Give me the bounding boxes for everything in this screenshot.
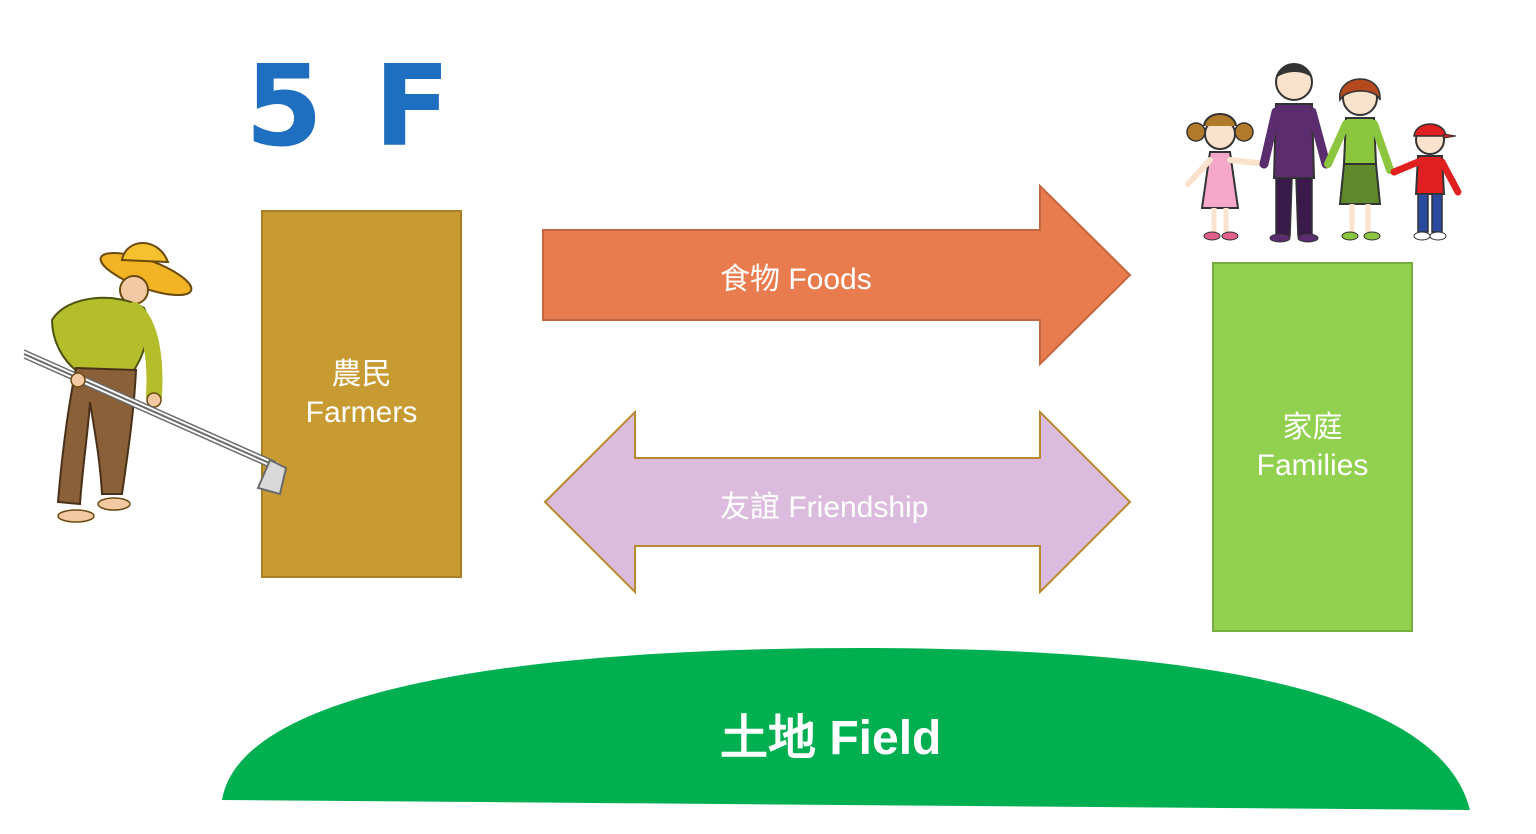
field-hill [222, 648, 1470, 810]
farmer-with-hoe-icon [20, 242, 288, 523]
foods-arrow-label: 食物 Foods [720, 263, 872, 296]
farmers-box: 農民 Farmers [261, 210, 462, 578]
page-title: 5 F [245, 42, 457, 172]
friendship-arrow [543, 409, 1132, 595]
family-holding-hands-icon [1185, 63, 1462, 243]
farmers-label-en: Farmers [305, 396, 418, 429]
foods-arrow [542, 183, 1132, 367]
farmers-label-zh: 農民 [331, 358, 392, 391]
friendship-arrow-label: 友誼 Friendship [720, 491, 929, 524]
families-label-en: Families [1256, 449, 1369, 482]
families-label-zh: 家庭 [1282, 411, 1343, 444]
field-label: 土地 Field [720, 712, 942, 765]
families-box: 家庭 Families [1212, 262, 1413, 632]
